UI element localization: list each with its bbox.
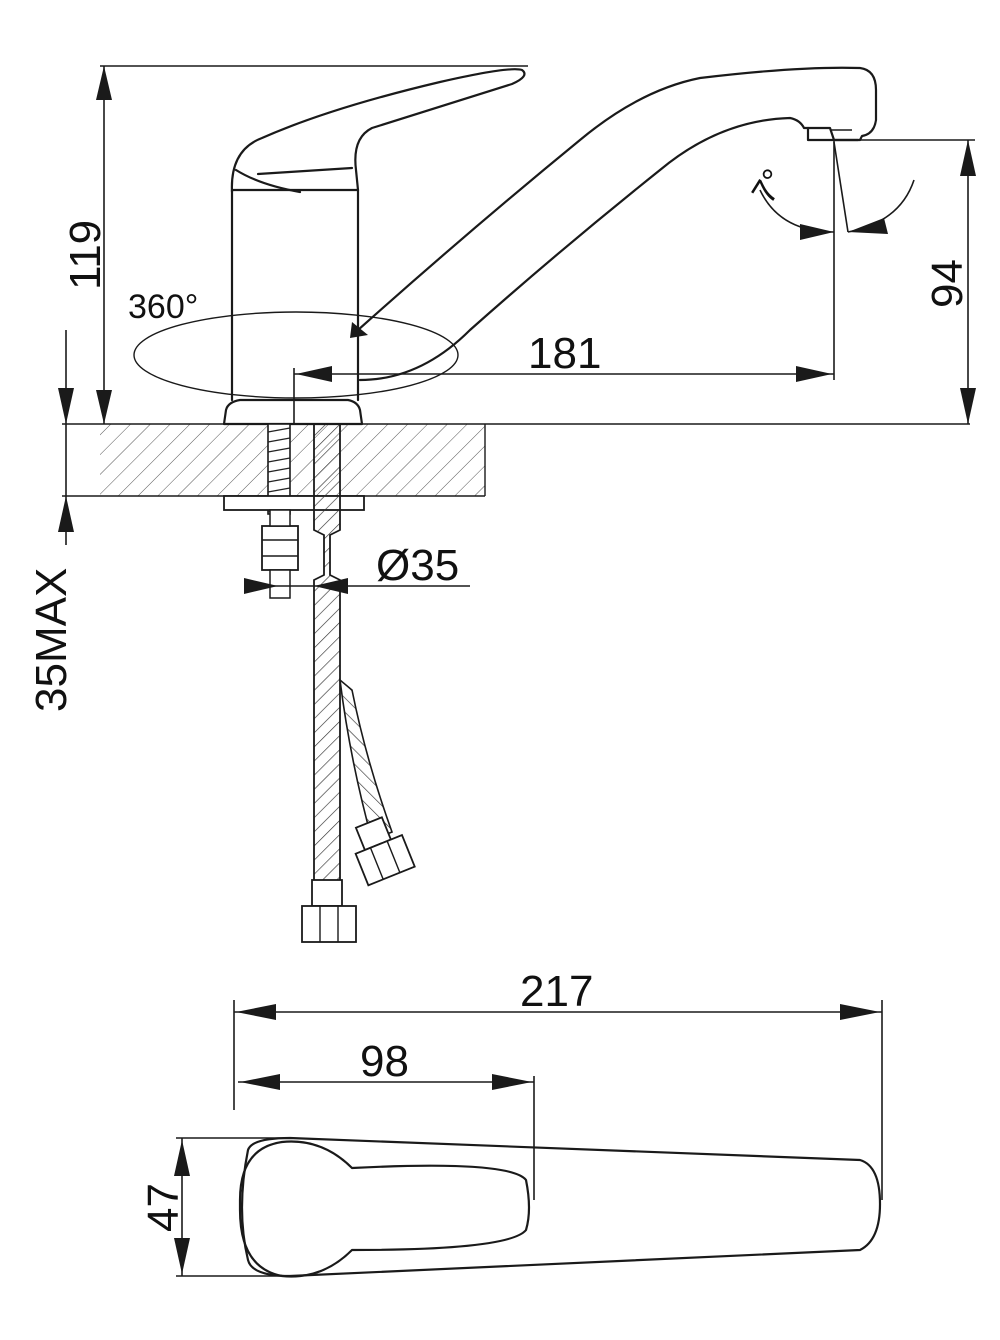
label-counter-thickness: 35MAX [27, 568, 76, 712]
hose-end-fitting-main [301, 879, 357, 943]
spout [356, 66, 878, 382]
dimension-top-length-total: 217 [233, 967, 883, 1200]
label-top-length-total: 217 [520, 967, 593, 1016]
dimension-mount-diameter: Ø35 [244, 541, 470, 594]
hose-end-fitting-secondary [354, 816, 416, 887]
faucet-body [222, 68, 526, 426]
dimension-spout-height: 94 [860, 139, 976, 424]
dimension-top-length-handle: 98 [238, 1037, 535, 1200]
label-swivel-angle: 360° [128, 288, 198, 326]
dimension-total-height: 119 [61, 65, 528, 424]
dimension-counter-thickness: 35MAX [27, 330, 76, 712]
mounting-hardware [223, 423, 416, 943]
dimension-tilt-angle: 7° [745, 140, 915, 380]
label-top-length-handle: 98 [360, 1037, 409, 1086]
dimension-spout-reach: 181 [293, 329, 834, 424]
label-total-height: 119 [61, 220, 110, 290]
label-spout-height: 94 [923, 259, 972, 308]
label-spout-reach: 181 [528, 329, 601, 378]
dimension-top-width: 47 [139, 1137, 290, 1277]
label-mount-diameter: Ø35 [376, 541, 459, 590]
countertop-section [62, 423, 970, 497]
label-top-width: 47 [139, 1183, 188, 1232]
faucet-top-view [238, 1136, 882, 1278]
label-tilt-angle: 7° [745, 163, 794, 211]
